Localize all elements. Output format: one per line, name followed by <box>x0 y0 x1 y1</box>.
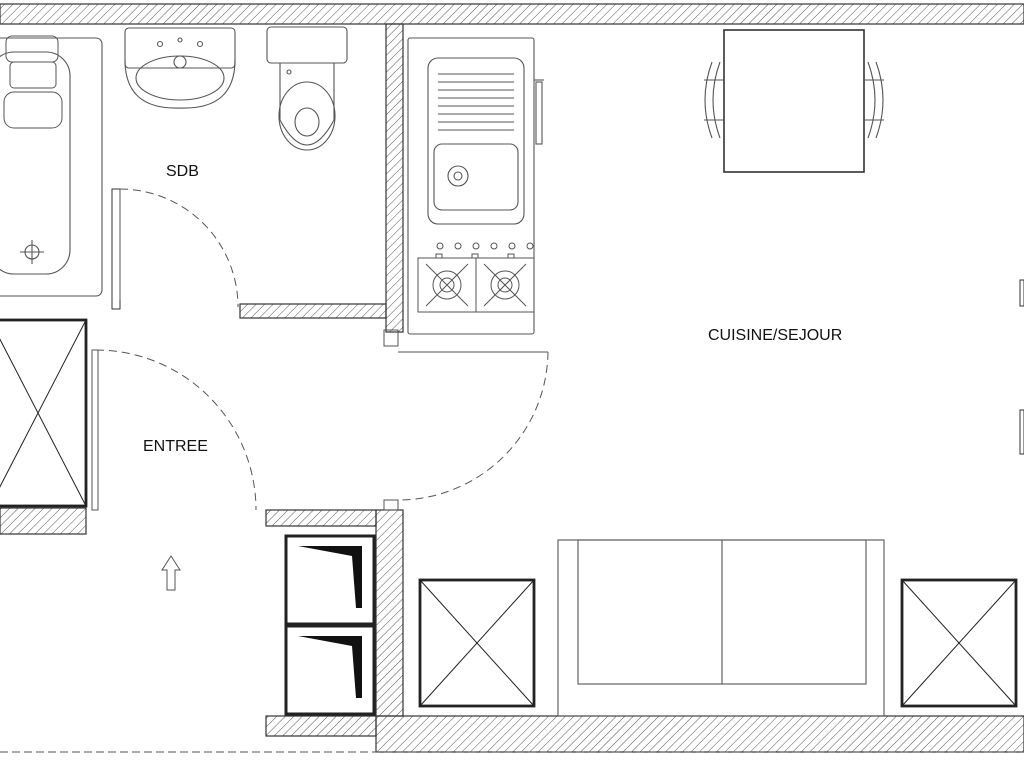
bottom-left-step-wall <box>265 715 377 737</box>
hob-burner-left-icon <box>425 263 469 307</box>
sink-drain-icon <box>447 165 469 187</box>
storage-box-living-right <box>900 578 1018 708</box>
washbasin <box>124 27 236 109</box>
gas-hob <box>417 242 535 313</box>
kitchen-door-jamb-top <box>383 329 399 347</box>
sdb-door-arc <box>119 188 239 308</box>
room-label-sdb: SDB <box>166 163 199 180</box>
sdb-door-jamb <box>111 188 121 310</box>
dining-chair-right <box>864 61 884 139</box>
hob-burner-right-icon <box>483 263 527 307</box>
top-exterior-wall <box>0 3 1024 25</box>
dining-chair-left <box>704 61 724 139</box>
entrance-arrow-icon <box>161 555 181 591</box>
storage-box-living-left <box>418 578 536 708</box>
sofa <box>557 539 885 717</box>
entree-left-wall <box>0 507 87 535</box>
cupboard-partition-wall <box>375 509 404 717</box>
door-swings <box>91 188 549 511</box>
room-label-cuisine-sejour: CUISINE/SEJOUR <box>708 327 843 344</box>
dining-table <box>723 29 865 173</box>
right-wall-jamb-top <box>1019 279 1024 307</box>
cupboard-top-wall <box>265 509 377 527</box>
sdb-kitchen-partition-wall <box>385 23 404 333</box>
storage-box-left <box>0 318 88 508</box>
room-label-entree: ENTREE <box>143 438 208 455</box>
hob-knobs-icon <box>435 242 534 259</box>
wardrobe-shelf-bottom-icon <box>298 636 362 698</box>
bathtub <box>0 37 103 297</box>
sdb-bottom-wall <box>239 303 387 319</box>
kitchen-door-arc <box>397 351 549 501</box>
entree-door-arc <box>95 349 257 511</box>
wardrobe <box>284 534 376 716</box>
sink-tap-icon <box>535 81 543 145</box>
walls <box>0 3 1024 753</box>
sink-drainer-ribs <box>438 73 514 131</box>
bottom-exterior-wall <box>375 715 1024 753</box>
entree-door-leaf <box>91 349 99 511</box>
toilet <box>266 26 348 151</box>
right-wall-jamb-bottom <box>1019 409 1024 455</box>
wardrobe-shelf-top-icon <box>298 546 362 608</box>
bath-taps-icon <box>3 35 63 129</box>
kitchen-door-jamb-bottom <box>383 499 399 511</box>
kitchen-sink-unit <box>407 37 544 335</box>
